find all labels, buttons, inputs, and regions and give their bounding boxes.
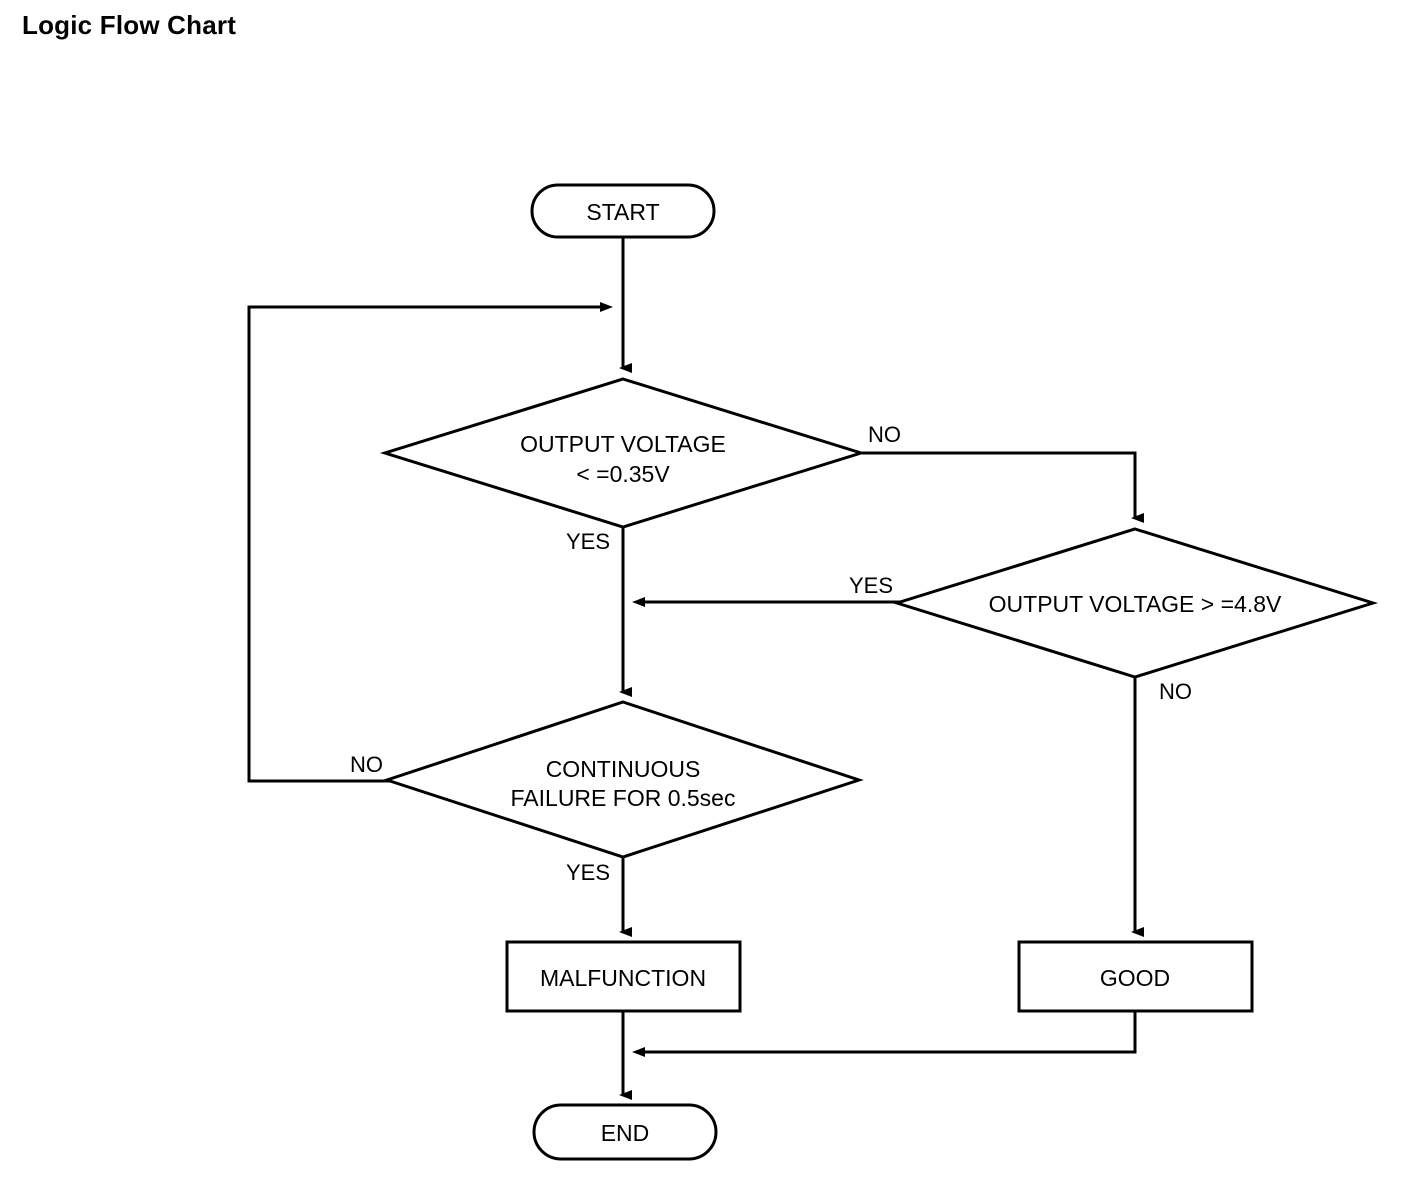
branch-label-high-yes: YES	[849, 573, 893, 598]
node-end-label: END	[601, 1120, 650, 1146]
branch-label-high-no: NO	[1159, 679, 1192, 704]
node-start-label: START	[586, 199, 659, 225]
page-title: Logic Flow Chart	[22, 10, 237, 40]
node-malfunction-label: MALFUNCTION	[540, 965, 706, 991]
node-malfunction[interactable]	[505, 940, 742, 1013]
node-decision-output-voltage-low[interactable]	[379, 377, 867, 529]
node-good[interactable]	[1017, 940, 1254, 1013]
branch-label-low-yes: YES	[566, 529, 610, 554]
node-decision-continuous-failure[interactable]	[382, 700, 864, 859]
branch-label-cont-no: NO	[350, 752, 383, 777]
branch-label-low-no: NO	[868, 422, 901, 447]
node-decision-cont-label-line2: FAILURE FOR 0.5sec	[511, 785, 736, 811]
node-decision-low-label-line1: OUTPUT VOLTAGE	[520, 431, 726, 457]
node-decision-high-label-line1: OUTPUT VOLTAGE > =4.8V	[989, 591, 1282, 617]
edge-low-no-to-decision-high	[862, 451, 1144, 523]
edge-cont-no-loopback	[247, 302, 613, 783]
node-decision-output-voltage-high[interactable]	[891, 527, 1379, 679]
branch-label-cont-yes: YES	[566, 860, 610, 885]
edge-good-to-end-merge	[632, 1012, 1137, 1057]
node-good-label: GOOD	[1100, 965, 1170, 991]
node-decision-low-label-line2: < =0.35V	[576, 461, 670, 487]
node-start[interactable]	[530, 183, 716, 239]
node-decision-cont-label-line1: CONTINUOUS	[546, 756, 701, 782]
node-end[interactable]	[532, 1103, 718, 1161]
